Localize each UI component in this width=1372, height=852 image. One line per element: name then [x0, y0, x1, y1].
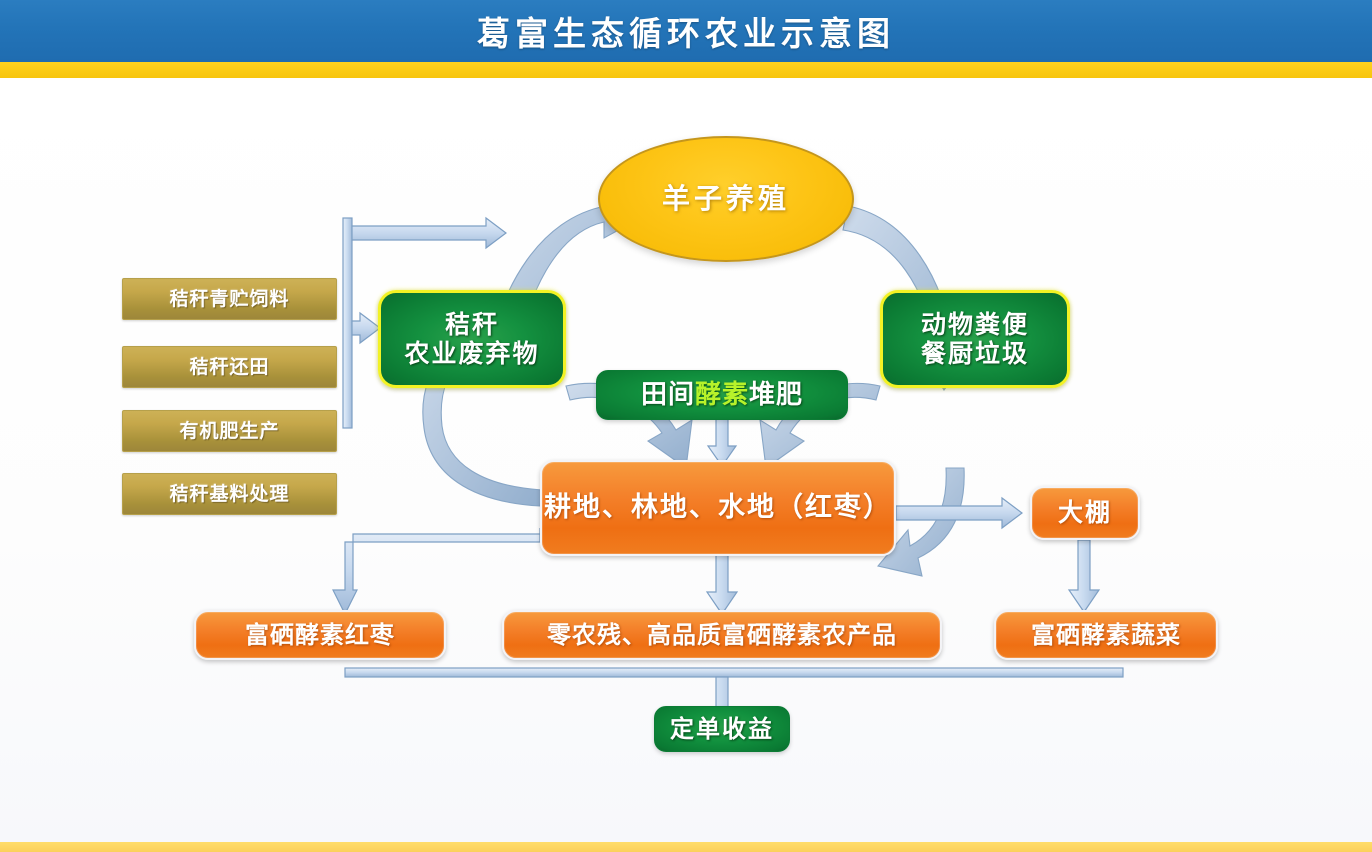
edge-inputs-to-sheep: [351, 216, 507, 250]
node-label-selenium-enzyme-jujube: 富硒酵素红枣: [245, 620, 395, 649]
edge-greenhouse-to-vegetables: [1067, 539, 1101, 614]
edge-compost-to-land: [706, 415, 738, 468]
footer-accent-stripe: [0, 842, 1372, 852]
node-sheep-breeding[interactable]: 羊子养殖: [598, 136, 854, 262]
input-label-straw-substrate: 秸秆基料处理: [169, 482, 290, 505]
node-label-animal-manure: 动物粪便: [920, 309, 1029, 339]
header-accent-stripe: [0, 62, 1372, 78]
diagram-canvas: 秸秆青贮饲料 秸秆还田 有机肥生产 秸秆基料处理 羊子养殖 秸秆 农业废弃物 动…: [0, 78, 1372, 843]
input-box-organic-fertilizer[interactable]: 有机肥生产: [122, 410, 337, 452]
node-label-order-revenue: 定单收益: [670, 714, 774, 743]
node-greenhouse[interactable]: 大棚: [1030, 486, 1140, 540]
node-manure-kitchen-waste[interactable]: 动物粪便 餐厨垃圾: [880, 290, 1070, 388]
input-bracket: [342, 217, 353, 429]
node-quality-produce[interactable]: 零农残、高品质富硒酵素农产品: [502, 610, 942, 660]
node-label-quality-produce: 零农残、高品质富硒酵素农产品: [547, 620, 897, 649]
input-box-straw-return[interactable]: 秸秆还田: [122, 346, 337, 388]
header-band: [0, 0, 1372, 62]
node-label-straw: 秸秆: [444, 309, 499, 339]
edge-land-to-jujube: [332, 528, 541, 616]
input-label-straw-return: 秸秆还田: [189, 355, 270, 378]
node-label-field-enzyme-compost: 田间酵素堆肥: [641, 380, 803, 411]
input-label-organic-fertilizer: 有机肥生产: [179, 419, 280, 442]
node-order-revenue[interactable]: 定单收益: [654, 706, 790, 752]
node-selenium-enzyme-jujube[interactable]: 富硒酵素红枣: [194, 610, 446, 660]
input-box-straw-silage[interactable]: 秸秆青贮饲料: [122, 278, 337, 320]
node-field-enzyme-compost[interactable]: 田间酵素堆肥: [596, 370, 848, 420]
node-land-use[interactable]: 耕地、林地、水地（红枣）: [540, 460, 896, 556]
node-selenium-enzyme-vegetables[interactable]: 富硒酵素蔬菜: [994, 610, 1218, 660]
compost-label-enzyme: 酵素: [694, 379, 749, 410]
page-title: 葛富生态循环农业示意图: [477, 14, 895, 53]
node-label-agri-waste: 农业废弃物: [404, 339, 540, 368]
node-label-sheep-breeding: 羊子养殖: [661, 182, 790, 216]
compost-label-prefix: 田间: [640, 379, 695, 410]
edge-land-to-greenhouse: [895, 496, 1023, 530]
edge-inputs-to-straw-waste: [351, 311, 381, 345]
node-label-kitchen-waste: 餐厨垃圾: [920, 339, 1029, 368]
input-box-straw-substrate[interactable]: 秸秆基料处理: [122, 473, 337, 515]
node-straw-agri-waste[interactable]: 秸秆 农业废弃物: [378, 290, 566, 388]
edge-land-to-produce: [705, 554, 739, 616]
compost-label-suffix: 堆肥: [749, 379, 804, 410]
input-label-straw-silage: 秸秆青贮饲料: [169, 287, 290, 310]
node-label-greenhouse: 大棚: [1057, 498, 1112, 528]
node-label-land-use: 耕地、林地、水地（红枣）: [544, 492, 892, 524]
node-label-selenium-enzyme-vegetables: 富硒酵素蔬菜: [1031, 620, 1181, 649]
